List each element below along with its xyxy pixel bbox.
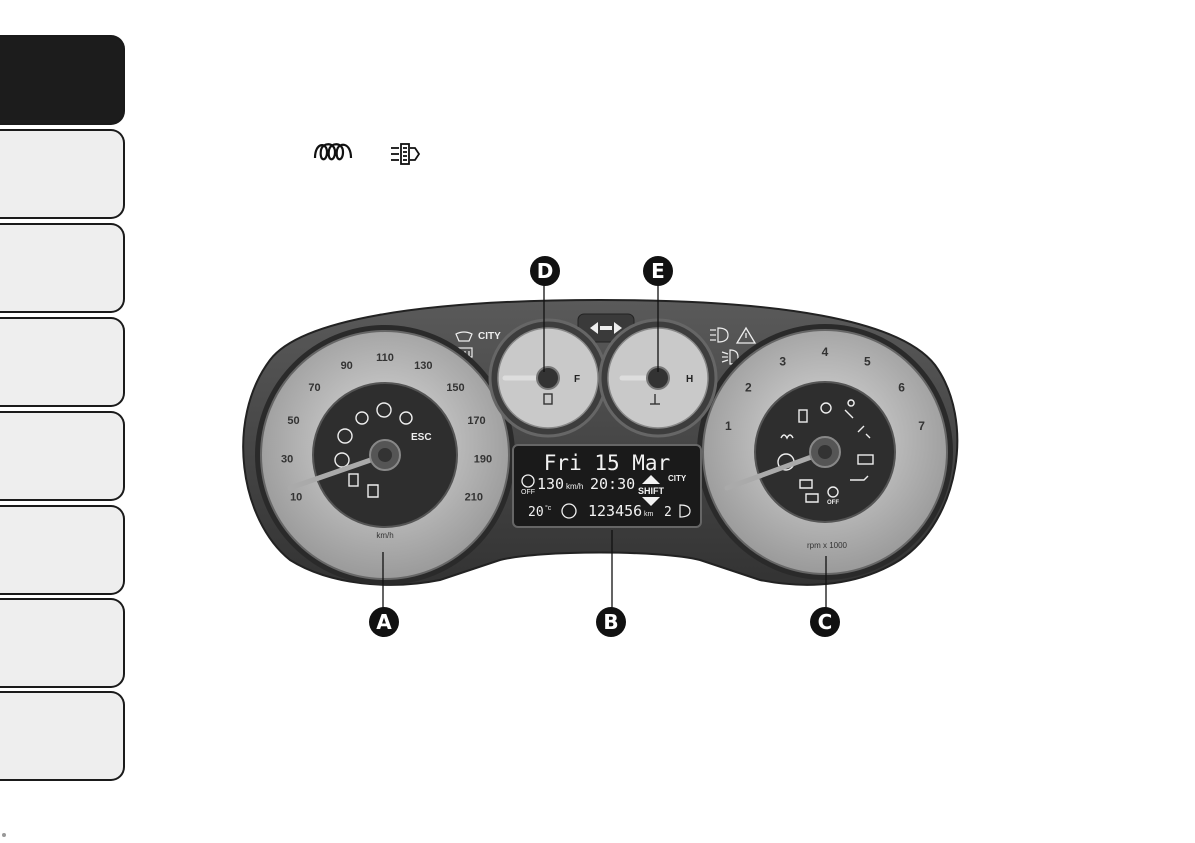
callout-c: C (810, 607, 840, 637)
callout-e: E (643, 256, 673, 286)
speedometer: 10 30 50 70 90 110 130 150 170 190 210 km/h ESC (255, 325, 515, 585)
temp-hot-label: H (686, 374, 693, 385)
central-display: Fri 15 Mar OFF 130 km/h 20:30 SHIFT CITY… (513, 445, 701, 527)
display-speed: 130 (537, 475, 564, 493)
esc-indicator: ESC (411, 432, 432, 443)
speed-tick-130: 130 (414, 360, 432, 372)
rpm-tick-4: 4 (822, 345, 829, 359)
callout-a: A (369, 607, 399, 637)
display-shift: SHIFT (638, 486, 665, 496)
rpm-tick-7: 7 (918, 419, 925, 433)
tachometer-unit: rpm x 1000 (807, 541, 848, 550)
display-speed-unit: km/h (566, 482, 583, 491)
fuel-gauge: F (490, 320, 606, 436)
speed-tick-70: 70 (308, 382, 320, 394)
fuel-full-label: F (574, 374, 580, 385)
tachometer-off-label: OFF (827, 500, 839, 506)
callout-d: D (530, 256, 560, 286)
speed-tick-190: 190 (474, 453, 492, 465)
rpm-tick-6: 6 (898, 381, 905, 395)
page-corner-mark (2, 833, 6, 837)
rpm-tick-5: 5 (864, 354, 871, 368)
rpm-tick-2: 2 (745, 381, 752, 395)
speed-tick-110: 110 (376, 352, 394, 364)
speed-tick-90: 90 (341, 360, 353, 372)
rpm-tick-3: 3 (779, 354, 786, 368)
speed-tick-50: 50 (287, 415, 299, 427)
rpm-tick-1: 1 (725, 419, 732, 433)
display-temp-unit: °c (545, 504, 552, 512)
speedometer-unit: km/h (376, 531, 393, 540)
speed-tick-10: 10 (290, 491, 302, 503)
callout-b: B (596, 607, 626, 637)
display-city: CITY (668, 474, 687, 483)
tachometer: 1 2 3 4 5 6 7 rpm x 1000 OFF (697, 324, 953, 580)
speed-tick-210: 210 (465, 491, 483, 503)
display-off-label: OFF (521, 489, 535, 496)
display-date: Fri 15 Mar (544, 451, 670, 475)
speed-tick-150: 150 (446, 382, 464, 394)
speed-tick-170: 170 (467, 415, 485, 427)
display-odometer: 123456 (588, 502, 642, 520)
display-time: 20:30 (590, 475, 635, 493)
display-odo-unit: km (644, 511, 654, 518)
display-gear-code: 2 (664, 505, 672, 520)
display-outside-temp: 20 (528, 505, 544, 520)
city-indicator: CITY (478, 331, 501, 342)
speed-tick-30: 30 (281, 453, 293, 465)
